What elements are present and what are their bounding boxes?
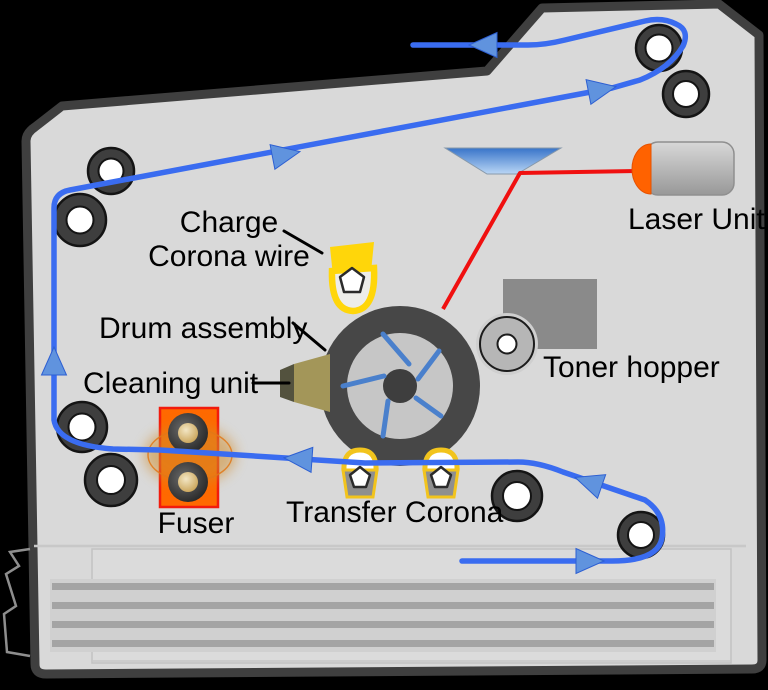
transfer-corona-label: Transfer Corona	[286, 496, 504, 529]
cleaning-unit-label: Cleaning unit	[83, 367, 259, 400]
mirror	[443, 147, 563, 175]
roller-bottom-left-lower	[83, 452, 139, 508]
fuser	[144, 406, 236, 509]
drum-assembly	[320, 306, 480, 466]
paper-tray	[34, 544, 746, 664]
charge-corona-label-line2: Corona wire	[148, 240, 310, 273]
charge-corona-pointer	[282, 229, 324, 255]
toner-hopper-label: Toner hopper	[543, 351, 720, 384]
laser-unit-label: Laser Unit	[628, 203, 765, 236]
label-pointers	[251, 229, 327, 385]
roller-bottom-mid	[490, 469, 544, 523]
toner-feed-roller	[476, 313, 538, 375]
transfer-corona-pentagon-icon	[348, 465, 372, 489]
transfer-corona-left	[341, 447, 379, 499]
paper-stack-stripes	[52, 583, 714, 647]
roller-top-right-lower	[661, 69, 711, 119]
laser-lens	[631, 143, 652, 195]
transfer-corona-right	[422, 447, 460, 499]
fuser-roller-bottom	[168, 462, 208, 502]
paper-edge-zigzag	[2, 547, 31, 658]
charge-corona-wire	[328, 242, 378, 315]
fuser-roller-top	[168, 413, 208, 453]
paper-stack	[50, 579, 716, 652]
drum-pointer	[291, 321, 327, 352]
drum-assembly-label: Drum assembly	[99, 312, 308, 345]
fuser-label: Fuser	[157, 507, 235, 540]
charge-corona-pentagon-icon	[338, 266, 366, 294]
fuser-heat-glow	[144, 425, 236, 485]
roller-top-right-upper	[634, 23, 684, 73]
paper-rollers	[52, 23, 711, 560]
transfer-corona-pentagon-icon	[429, 465, 453, 489]
laser-beam	[441, 169, 639, 310]
arrow-output-left	[468, 32, 498, 58]
charge-corona-label: Charge Corona wire	[99, 206, 359, 274]
charge-corona-label-line1: Charge	[179, 206, 279, 239]
drum-spokes	[340, 331, 444, 439]
paper-path	[51, 16, 689, 564]
roller-bottom-right	[616, 510, 666, 560]
laser-unit	[631, 141, 735, 196]
